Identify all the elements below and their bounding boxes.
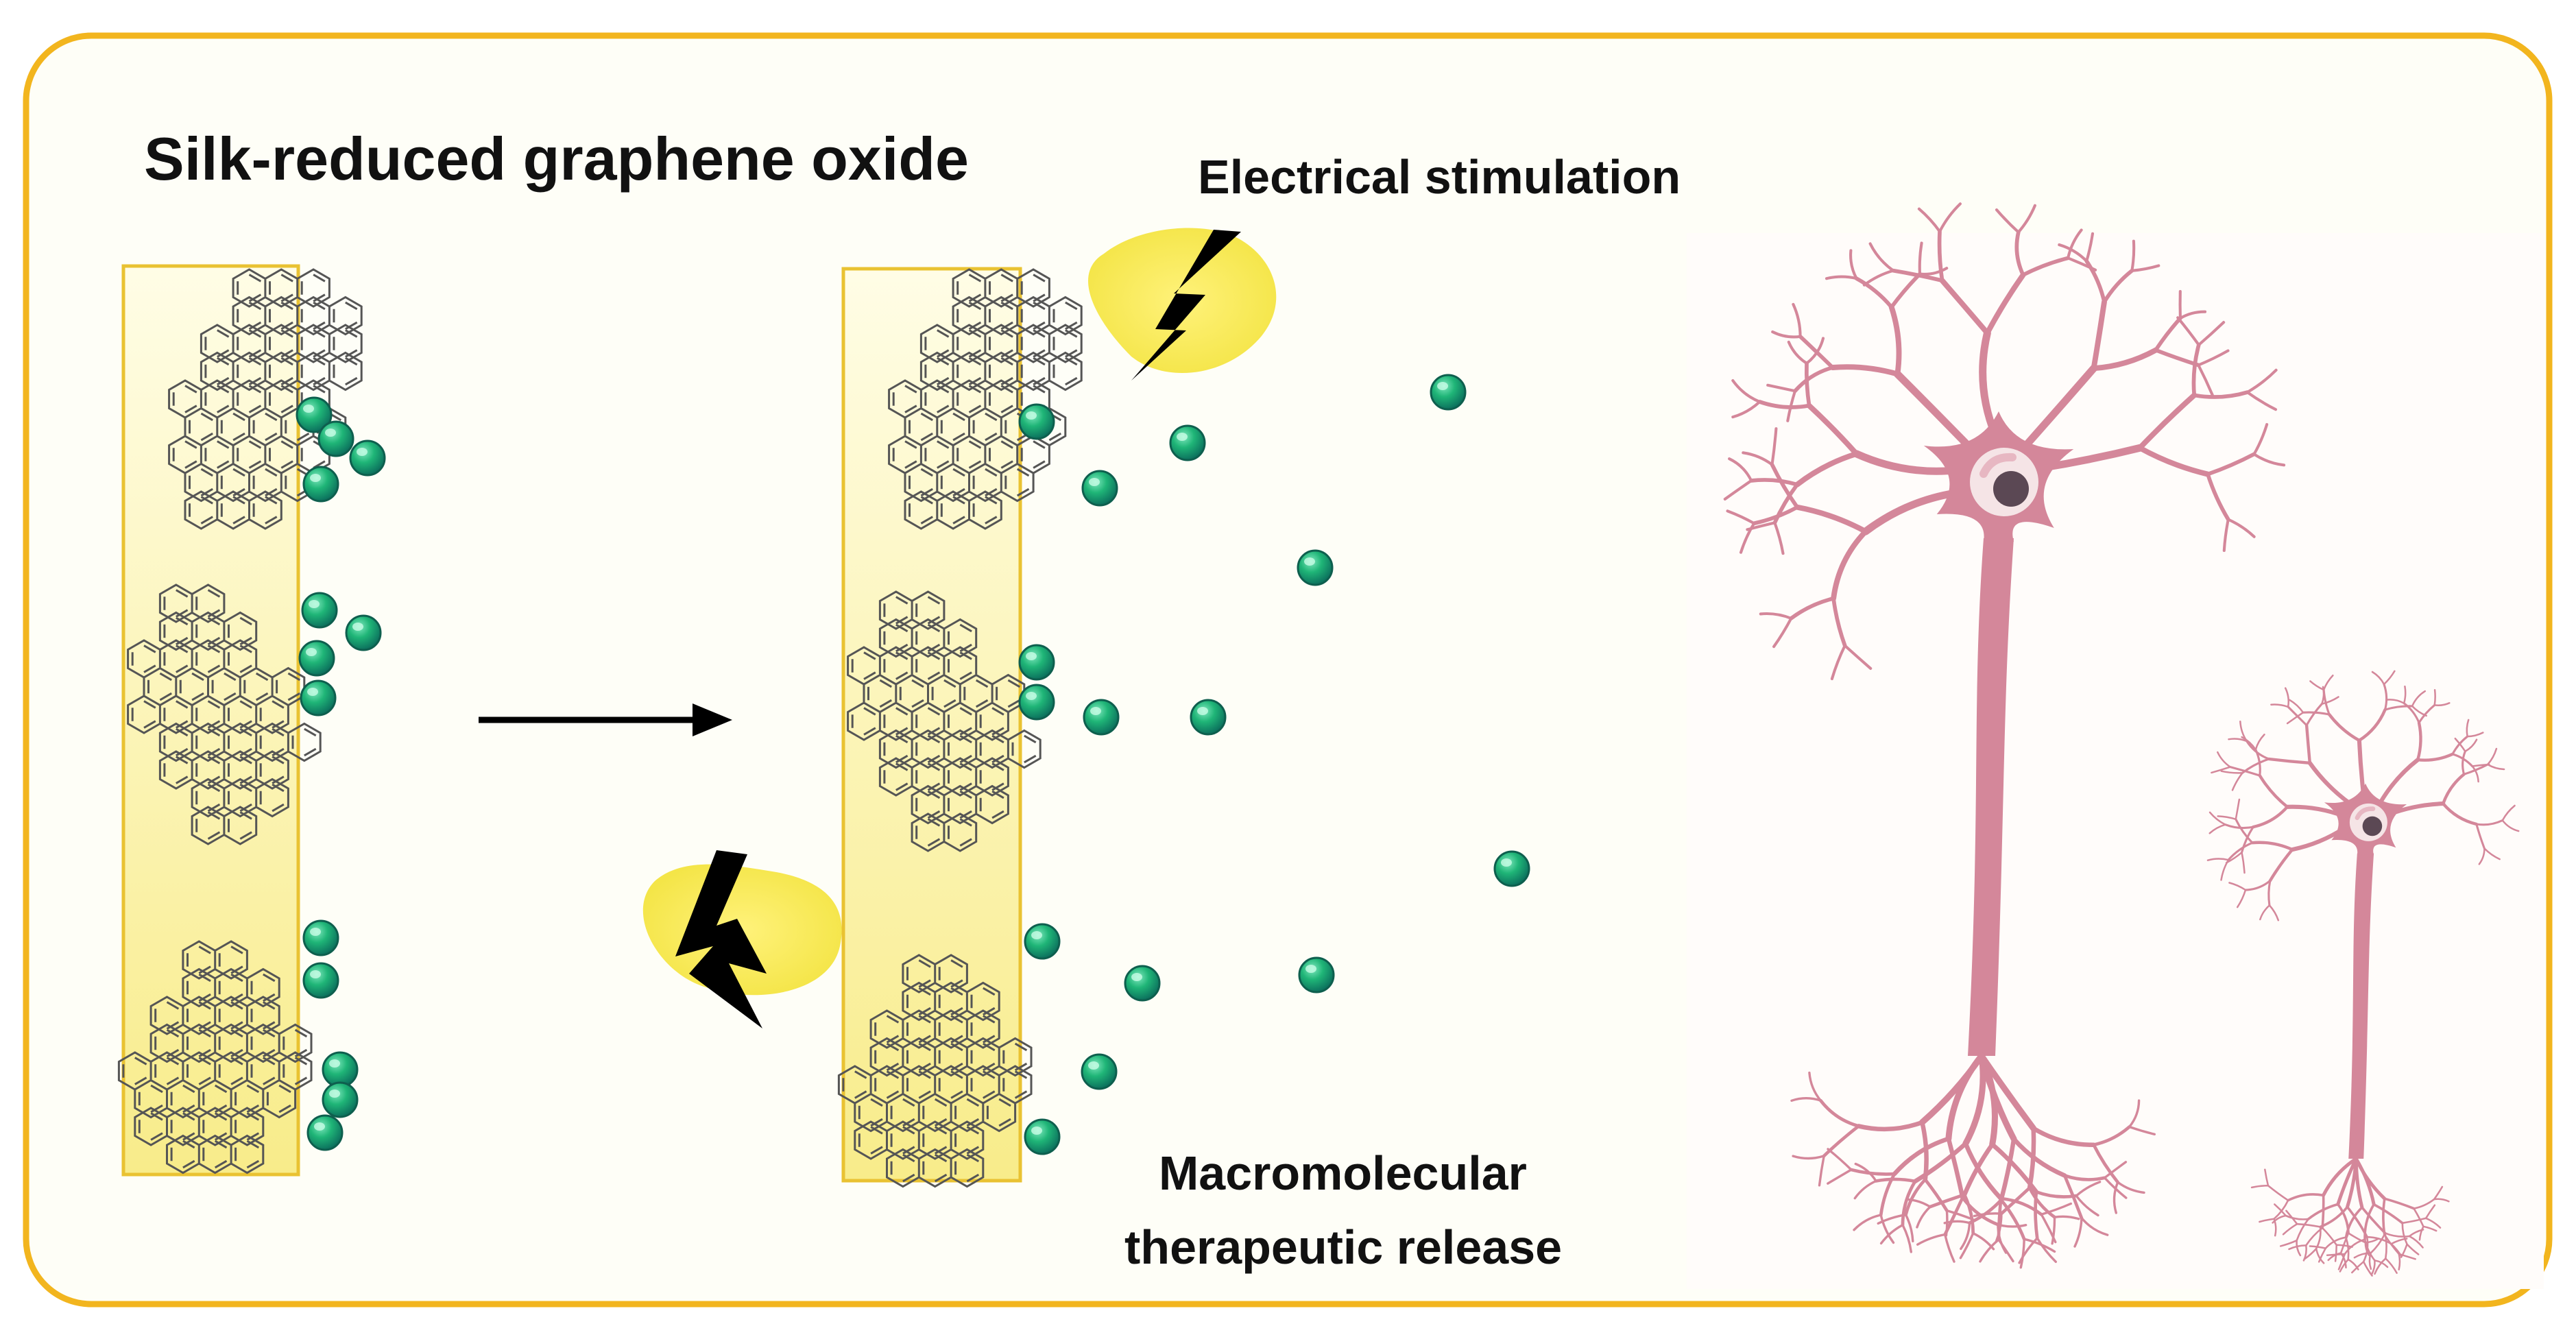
release-label-line2: therapeutic release: [1124, 1220, 1562, 1274]
graphene-sheet-icon: [837, 954, 1033, 1188]
therapeutic-particle-icon: [1081, 470, 1118, 507]
stimulation-label: Electrical stimulation: [1198, 150, 1681, 204]
therapeutic-particle-icon: [317, 420, 354, 457]
therapeutic-particle-icon: [1018, 644, 1055, 681]
silk-strip-left: [121, 264, 300, 1177]
therapeutic-particle-icon: [302, 919, 339, 956]
therapeutic-particle-icon: [1083, 699, 1120, 736]
therapeutic-particle-icon: [1493, 850, 1530, 887]
therapeutic-particle-icon: [300, 679, 337, 716]
graphene-sheet-icon: [847, 590, 1042, 852]
therapeutic-particle-icon: [306, 1114, 344, 1151]
figure-title: Silk-reduced graphene oxide: [144, 125, 969, 193]
therapeutic-particle-icon: [1190, 699, 1227, 736]
therapeutic-particle-icon: [298, 640, 335, 677]
therapeutic-particles: [296, 374, 1530, 1155]
therapeutic-particle-icon: [1430, 374, 1467, 411]
therapeutic-particle-icon: [296, 396, 333, 433]
lightning-bolt-icon: [1088, 228, 1277, 381]
neuron-icon: [1723, 202, 2286, 1269]
neuron-panel: [1687, 233, 2544, 1289]
lightning-bolt-icon: [642, 850, 842, 1028]
therapeutic-particle-icon: [345, 614, 382, 651]
graphene-sheet-icon: [117, 940, 313, 1175]
therapeutic-particle-icon: [1124, 965, 1161, 1002]
therapeutic-particle-icon: [1298, 956, 1335, 993]
therapeutic-particle-icon: [301, 592, 338, 629]
therapeutic-particle-icon: [1297, 549, 1334, 586]
therapeutic-particle-icon: [1018, 403, 1055, 440]
therapeutic-particle-icon: [1169, 424, 1206, 461]
therapeutic-particle-icon: [302, 962, 339, 999]
release-label-line1: Macromolecular: [1159, 1146, 1527, 1200]
therapeutic-particle-icon: [1024, 923, 1061, 960]
therapeutic-particle-icon: [322, 1081, 359, 1118]
neurons: [1723, 202, 2520, 1277]
therapeutic-particle-icon: [1024, 1118, 1061, 1155]
therapeutic-particle-icon: [1018, 684, 1055, 721]
neuron-icon: [2206, 670, 2520, 1277]
therapeutic-particle-icon: [349, 439, 386, 477]
graphene-sheets: [117, 268, 1083, 1188]
therapeutic-particle-icon: [1081, 1053, 1118, 1090]
therapeutic-particle-icon: [302, 466, 339, 503]
graphene-sheet-icon: [127, 583, 322, 845]
process-arrow-icon: [479, 703, 732, 736]
